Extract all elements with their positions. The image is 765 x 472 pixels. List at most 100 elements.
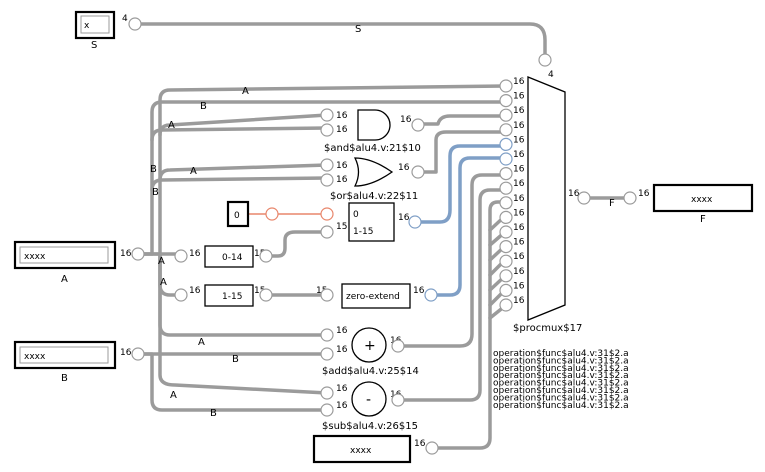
svg-text:A: A (198, 337, 205, 348)
svg-text:-: - (366, 392, 371, 408)
svg-text:15: 15 (254, 286, 265, 296)
concat-cell[interactable]: 0 1-15 15 16 (320, 202, 422, 242)
svg-text:15: 15 (336, 222, 347, 232)
zero-extend-cell[interactable]: 15 zero-extend 16 (316, 283, 438, 309)
wire-b-trunk (142, 100, 507, 256)
mux-port-label: operation$func$alu4.v:31$2.a (493, 393, 629, 403)
svg-text:0: 0 (234, 211, 240, 221)
mux-input-width: 16 (513, 77, 525, 87)
input-a[interactable]: xxxx A 16 (13, 240, 145, 285)
svg-text:B: B (150, 164, 157, 175)
svg-text:16: 16 (568, 189, 580, 199)
svg-text:zero-extend: zero-extend (346, 292, 400, 302)
svg-text:B: B (232, 354, 239, 365)
svg-text:1-15: 1-15 (353, 227, 373, 237)
svg-text:B: B (200, 101, 207, 112)
mux-input-port (499, 210, 513, 224)
and-label: $and$alu4.v:21$10 (324, 143, 421, 154)
mux-input-width: 16 (513, 267, 525, 277)
mux-port-labels: operation$func$alu4.v:31$2.aoperation$fu… (493, 349, 629, 411)
mux-port-label: operation$func$alu4.v:31$2.a (493, 364, 629, 374)
mux-port-label: operation$func$alu4.v:31$2.a (493, 379, 629, 389)
input-b-value: xxxx (24, 352, 46, 362)
svg-text:16: 16 (336, 125, 348, 135)
svg-text:A: A (170, 390, 177, 401)
mux-input-width: 16 (513, 194, 525, 204)
svg-text:0-14: 0-14 (222, 253, 243, 263)
svg-text:16: 16 (120, 249, 132, 259)
svg-text:4: 4 (122, 14, 128, 24)
slice-0-14[interactable]: 16 0-14 15 (174, 245, 273, 268)
input-b[interactable]: xxxx B 16 (13, 340, 145, 384)
mux-input-width: 16 (513, 252, 525, 262)
add-cell[interactable]: 16 16 + 16 $add$alu4.v:25$14 (320, 326, 419, 377)
mux-input-port (499, 181, 513, 195)
bottom-constant[interactable]: xxxx 16 (312, 434, 439, 464)
sub-label: $sub$alu4.v:26$15 (322, 421, 418, 432)
svg-text:16: 16 (336, 401, 348, 411)
mux-port-label: operation$func$alu4.v:31$2.a (493, 371, 629, 381)
svg-text:16: 16 (336, 326, 348, 336)
mux-input-port (499, 254, 513, 268)
mux-input-port (499, 269, 513, 283)
mux-input-port (499, 298, 513, 312)
mux-input-width: 16 (513, 106, 525, 116)
mux-input-port (499, 283, 513, 297)
mux-input-width: 16 (513, 135, 525, 145)
mux-input-width: 16 (513, 281, 525, 291)
mux-input-port (499, 137, 513, 151)
svg-text:B: B (152, 187, 159, 198)
svg-text:16: 16 (336, 175, 348, 185)
svg-text:16: 16 (189, 286, 201, 296)
svg-text:1-15: 1-15 (222, 292, 242, 302)
svg-text:4: 4 (548, 70, 554, 80)
svg-text:16: 16 (336, 111, 348, 121)
svg-text:16: 16 (413, 286, 425, 296)
svg-text:0: 0 (353, 210, 359, 220)
svg-text:16: 16 (398, 163, 410, 173)
mux-input-width: 16 (513, 208, 525, 218)
svg-text:+: + (364, 338, 376, 354)
or-gate[interactable]: 16 16 16 $or$alu4.v:22$11 (320, 157, 425, 202)
svg-text:16: 16 (336, 161, 348, 171)
svg-text:16: 16 (336, 384, 348, 394)
const-zero[interactable]: 0 (226, 200, 334, 228)
wire-s (136, 22, 547, 57)
or-label: $or$alu4.v:22$11 (330, 191, 418, 202)
input-s-value: x (84, 21, 90, 31)
svg-text:16: 16 (120, 348, 132, 358)
mux-port-label: operation$func$alu4.v:31$2.a (493, 386, 629, 396)
svg-text:16: 16 (400, 115, 412, 125)
svg-text:16: 16 (398, 213, 410, 223)
wire-label-s: S (355, 24, 361, 35)
mux-input-width: 16 (513, 121, 525, 131)
mux-input-port (499, 167, 513, 181)
mux-input-width: 16 (513, 238, 525, 248)
svg-text:A: A (242, 86, 249, 97)
mux-input-port (499, 196, 513, 210)
output-f-name: F (700, 214, 706, 225)
mux-input-width: 16 (513, 296, 525, 306)
sub-cell[interactable]: 16 16 - 16 $sub$alu4.v:26$15 (320, 381, 418, 432)
mux-input-port (499, 108, 513, 122)
and-gate[interactable]: 16 16 16 $and$alu4.v:21$10 (320, 108, 425, 154)
mux-input-port (499, 93, 513, 108)
svg-text:A: A (160, 277, 167, 288)
svg-text:B: B (210, 408, 217, 419)
wire-a-trunk (142, 84, 507, 256)
svg-text:16: 16 (414, 439, 426, 449)
mux-input-port (499, 123, 513, 137)
mux-input-width: 16 (513, 150, 525, 160)
mux-input-port (499, 152, 513, 166)
mux-input-width: 16 (513, 179, 525, 189)
mux-port-label: operation$func$alu4.v:31$2.a (493, 356, 629, 366)
slice-1-15[interactable]: 16 1-15 15 (174, 284, 273, 307)
mux-input-width: 16 (513, 92, 525, 102)
input-a-name: A (61, 274, 68, 285)
svg-text:16: 16 (336, 345, 348, 355)
output-f[interactable]: 16 xxxx F (623, 183, 754, 225)
input-s[interactable]: x S 4 (74, 10, 142, 51)
